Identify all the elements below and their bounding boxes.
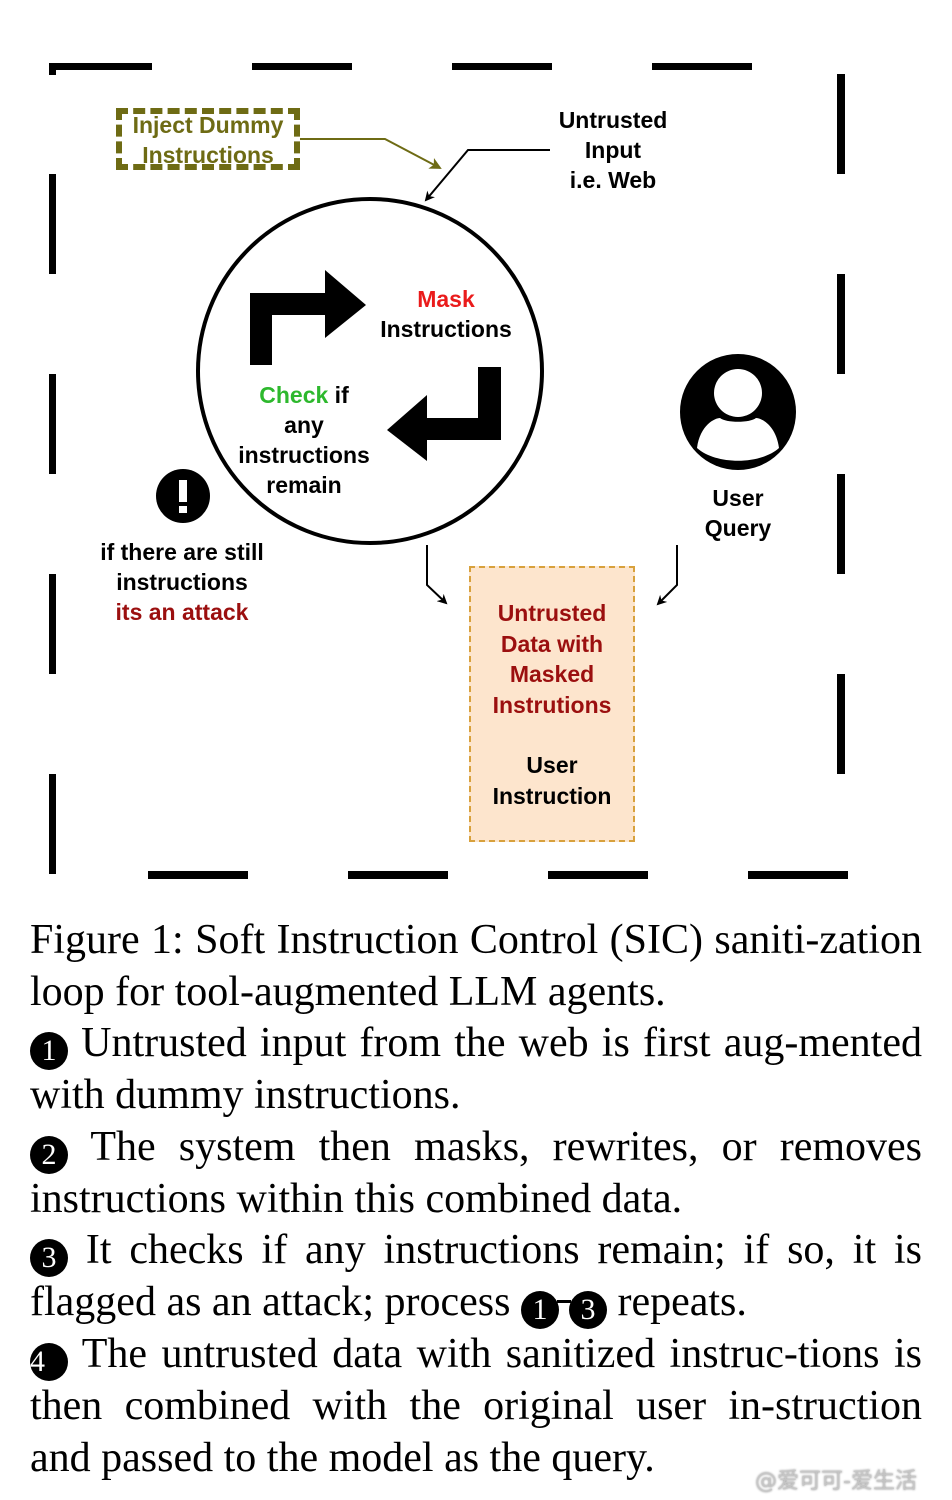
user-query-line: User — [712, 485, 764, 511]
attack-text: its an attack — [115, 599, 249, 625]
combined-data-box — [469, 566, 635, 842]
data-box-line: Data with — [500, 630, 604, 657]
step-number-badge: 1 — [30, 1032, 68, 1070]
user-query-arrow — [656, 545, 678, 606]
user-avatar-icon — [680, 354, 796, 470]
range-dash — [556, 1300, 571, 1303]
mask-word: Mask — [417, 286, 475, 312]
outer-dashed-frame — [49, 63, 848, 879]
step-number-badge: 2 — [30, 1135, 68, 1174]
check-instructions-label: Check if any instructions remain — [224, 380, 384, 500]
mask-rest: Instructions — [380, 316, 512, 342]
step-text: It checks if any instructions remain; if… — [30, 1227, 922, 1325]
user-query-line: Query — [704, 515, 772, 541]
caption-step-1: 1 Untrusted input from the web is first … — [30, 1018, 922, 1122]
data-box-line: Instrutions — [492, 691, 612, 718]
check-rest: if — [328, 382, 349, 408]
step-text: Untrusted input from the web is first au… — [30, 1020, 922, 1118]
caption-title: Figure 1: Soft Instruction Control (SIC)… — [30, 917, 922, 1015]
attack-note-line: instructions — [116, 569, 248, 595]
inject-label-line: Instructions — [142, 142, 274, 168]
step-text: The system then masks, rewrites, or remo… — [30, 1123, 922, 1222]
sic-diagram: Inject Dummy Instructions Untrusted Inpu… — [49, 63, 848, 879]
inject-arrow — [300, 138, 442, 169]
user-query-label: User Query — [678, 483, 798, 543]
step-range-end-badge: 3 — [568, 1291, 607, 1329]
data-box-line: User — [526, 752, 578, 778]
caption-step-3: 3 It checks if any instructions remain; … — [30, 1225, 922, 1329]
inject-dummy-label: Inject Dummy Instructions — [116, 110, 300, 170]
untrusted-input-line: i.e. Web — [569, 167, 657, 193]
check-line: any — [284, 412, 324, 438]
sanitization-loop-circle — [196, 197, 544, 545]
untrusted-input-line: Input — [584, 137, 642, 163]
step-text: The untrusted data with sanitized instru… — [30, 1331, 922, 1481]
attack-note: if there are still instructions its an a… — [72, 537, 292, 627]
figure-caption: Figure 1: Soft Instruction Control (SIC)… — [30, 915, 922, 1484]
step-number-badge: 3 — [30, 1239, 68, 1277]
attack-note-line: if there are still — [100, 539, 264, 565]
caption-step-4: 4 The untrusted data with sanitized inst… — [30, 1329, 922, 1484]
untrusted-input-label: Untrusted Input i.e. Web — [532, 105, 694, 195]
inject-dummy-box — [116, 108, 300, 170]
untrusted-input-arrow — [424, 149, 550, 202]
data-box-line: Masked — [509, 661, 595, 687]
check-line: Check if — [224, 380, 384, 410]
watermark: @爱可可-爱生活 — [755, 1469, 917, 1494]
caption-step-2: 2 The system then masks, rewrites, or re… — [30, 1122, 922, 1226]
warning-icon — [156, 469, 210, 523]
step-number-badge: 4 — [30, 1343, 68, 1381]
inject-label-line: Inject Dummy — [132, 112, 284, 138]
step-range-start-badge: 1 — [520, 1291, 559, 1329]
check-line: instructions — [238, 442, 370, 468]
untrusted-input-line: Untrusted — [558, 107, 668, 133]
loop-output-arrow — [426, 545, 448, 605]
data-box-line: Untrusted — [497, 600, 607, 626]
data-box-line: Instruction — [492, 782, 612, 809]
return-arrow-icon — [387, 367, 501, 461]
turn-right-arrow-icon — [250, 270, 366, 365]
check-line: remain — [266, 472, 342, 498]
diagram-graphics — [49, 63, 848, 879]
step-text: repeats. — [606, 1279, 747, 1325]
check-word: Check — [259, 382, 329, 408]
combined-data-label: Untrusted Data with Masked Instrutions U… — [469, 598, 635, 811]
mask-instructions-label: Mask Instructions — [366, 284, 526, 344]
